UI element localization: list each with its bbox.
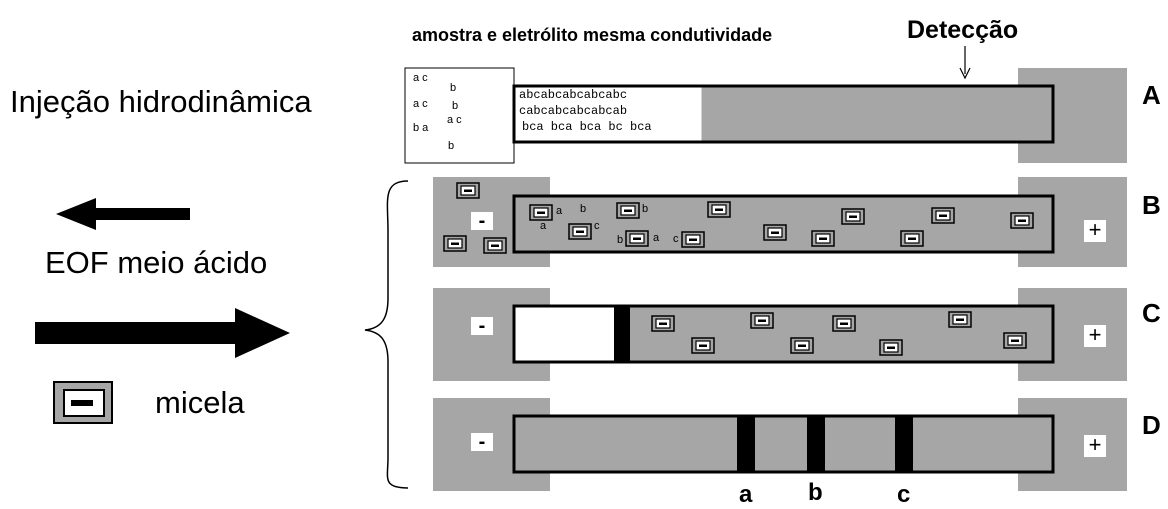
analyte-letter: b <box>617 234 624 246</box>
analyte-letter: b <box>642 203 649 215</box>
micelle-label: micela <box>155 385 245 420</box>
plus-sign-c: + <box>1084 324 1106 347</box>
band-b <box>807 416 825 472</box>
sample-zone-band <box>614 306 630 362</box>
row-label-a: A <box>1142 80 1161 110</box>
plug-line: bca bca bca bc bca <box>522 120 652 134</box>
vial-letter: b <box>448 140 455 152</box>
plus-sign-b: + <box>1084 219 1106 242</box>
vial-letter: b <box>452 100 459 112</box>
vial-letter: b a <box>413 122 429 134</box>
minus-sign-c: - <box>471 316 493 336</box>
micelle-icon <box>53 381 113 424</box>
minus-sign-b: - <box>471 211 493 231</box>
sample-vial <box>404 67 515 164</box>
arrow-left-icon <box>56 198 190 230</box>
capillary-b <box>512 194 1055 254</box>
analyte-letter: a <box>653 232 660 244</box>
detection-label: Detecção <box>907 16 1019 44</box>
plus-sign-d: + <box>1084 434 1106 457</box>
plug-line: cabcabcabcabcab <box>519 104 628 118</box>
row-label-b: B <box>1142 190 1161 220</box>
vial-letter: a c <box>413 72 428 84</box>
eof-label: EOF meio ácido <box>45 245 268 280</box>
vial-letter: a c <box>447 114 462 126</box>
vial-letter: a c <box>413 98 428 110</box>
row-d <box>433 398 1127 491</box>
row-label-c: C <box>1142 298 1161 328</box>
vial-letter: b <box>450 82 457 94</box>
band-label-b: b <box>808 479 823 506</box>
empty-zone <box>515 307 615 361</box>
band-label-a: a <box>739 481 753 508</box>
band-a <box>737 416 755 472</box>
analyte-letter: c <box>594 220 600 232</box>
band-c <box>895 416 913 472</box>
curly-brace-icon <box>364 180 409 489</box>
minus-sign-d: - <box>471 432 493 452</box>
sample-plug <box>515 87 702 141</box>
row-label-d: D <box>1142 410 1161 440</box>
injection-title: Injeção hidrodinâmica <box>10 84 312 119</box>
row-c <box>433 288 1127 381</box>
row-a <box>404 67 1127 164</box>
plug-line: abcabcabcabcabc <box>519 88 628 102</box>
arrow-down-icon <box>959 46 971 80</box>
analyte-letter: a <box>556 205 563 217</box>
analyte-letter: a <box>540 220 547 232</box>
analyte-letter: b <box>580 203 587 215</box>
capillary-d <box>512 414 1055 474</box>
conductivity-note: amostra e eletrólito mesma condutividade <box>412 25 773 45</box>
arrow-right-icon <box>35 308 290 358</box>
analyte-letter: c <box>673 233 679 245</box>
band-label-c: c <box>897 481 911 508</box>
